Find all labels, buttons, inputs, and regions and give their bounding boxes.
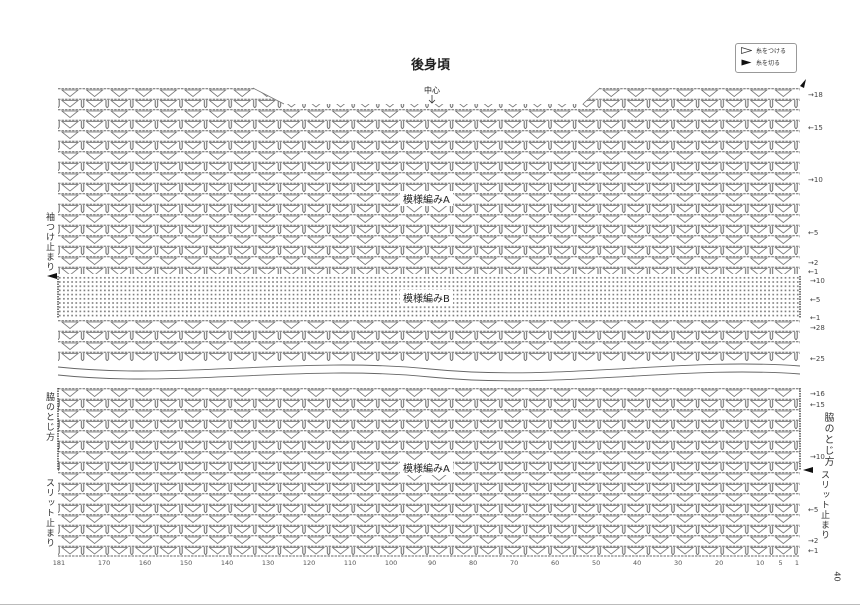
side-seam-label: 脇のとじ方 (44, 392, 54, 442)
row-label: ←15 (808, 124, 823, 132)
stitch-count-tick: 5 (779, 559, 783, 567)
row-label: ←1 (808, 268, 818, 276)
filled-triangle-icon (741, 59, 752, 65)
stitch-count-tick: 150 (180, 559, 192, 567)
stitch-count-tick: 50 (592, 559, 600, 567)
page-edge (0, 604, 860, 605)
row-label: →2 (808, 537, 818, 545)
cut-yarn-marker (800, 79, 806, 88)
stitch-count-tick: 70 (510, 559, 518, 567)
stitch-count-tick: 40 (633, 559, 641, 567)
break-line (57, 371, 801, 382)
legend-cut: 糸を切る (741, 56, 796, 68)
row-label: ←5 (810, 296, 820, 304)
row-label: ←1 (808, 547, 818, 555)
center-arrow-icon (428, 95, 436, 104)
upper-pattern-a-region (58, 88, 800, 274)
row-label: →28 (810, 324, 825, 332)
page-number: 40 (832, 571, 842, 582)
row-label: →10 (810, 277, 825, 285)
row-labels-bottom: →16 ←15 →10 ←5 →2 ←1 (808, 390, 825, 555)
slit-stop-label: スリット止まり (44, 478, 54, 548)
legend: 糸をつける 糸を切る (735, 43, 797, 73)
stitch-count-tick: 170 (98, 559, 110, 567)
slit-stop-label: スリット止まり (819, 470, 829, 540)
stitch-count-tick: 20 (715, 559, 723, 567)
sleeve-stop-label: 袖つけ止まり (44, 212, 54, 272)
pattern-a-label: 模様編みA (400, 460, 453, 475)
stitch-count-tick: 130 (262, 559, 274, 567)
row-label: ←5 (808, 506, 818, 514)
row-label: →16 (810, 390, 825, 398)
stitch-count-tick: 30 (674, 559, 682, 567)
chart-title: 後身頃 (408, 54, 454, 73)
pattern-a-label: 模様編みA (400, 191, 453, 206)
stitch-count-tick: 120 (303, 559, 315, 567)
legend-cut-label: 糸を切る (756, 59, 781, 67)
stitch-count-tick: 140 (221, 559, 233, 567)
stitch-count-tick: 181 (53, 559, 65, 567)
pattern-b-label: 模様編みB (400, 290, 453, 305)
stitch-count-tick: 1 (795, 559, 799, 567)
side-seam-label: 脇のとじ方 (822, 412, 833, 467)
open-triangle-icon (741, 46, 752, 54)
stitch-count-tick: 100 (385, 559, 397, 567)
row-label: ←25 (810, 355, 825, 363)
row-label: ←5 (808, 229, 818, 237)
center-label: 中心 (424, 85, 440, 95)
neckline-edge (252, 87, 601, 105)
row-label: →2 (808, 259, 818, 267)
stitch-count-tick: 90 (428, 559, 436, 567)
row-labels-upper: →18 ←15 →10 ←5 →2 ←1 →10 ←5 ←1 →28 ←25 (808, 91, 825, 363)
lower-pattern-a-region (58, 320, 800, 362)
cut-yarn-marker (803, 467, 813, 473)
row-label: ←1 (810, 314, 820, 322)
row-label: ←15 (810, 401, 825, 409)
stitch-count-tick: 80 (469, 559, 477, 567)
stitch-count-tick: 60 (551, 559, 559, 567)
stitch-count-tick: 10 (756, 559, 764, 567)
stitch-count-tick: 160 (139, 559, 151, 567)
row-label: →10 (808, 176, 823, 184)
break-line (57, 363, 801, 374)
stitch-count-tick: 110 (344, 559, 356, 567)
legend-attach-label: 糸をつける (756, 47, 787, 55)
cut-yarn-marker (47, 273, 57, 279)
legend-attach: 糸をつける (741, 44, 796, 56)
row-label: →18 (808, 91, 823, 99)
row-label: →10 (810, 453, 825, 461)
